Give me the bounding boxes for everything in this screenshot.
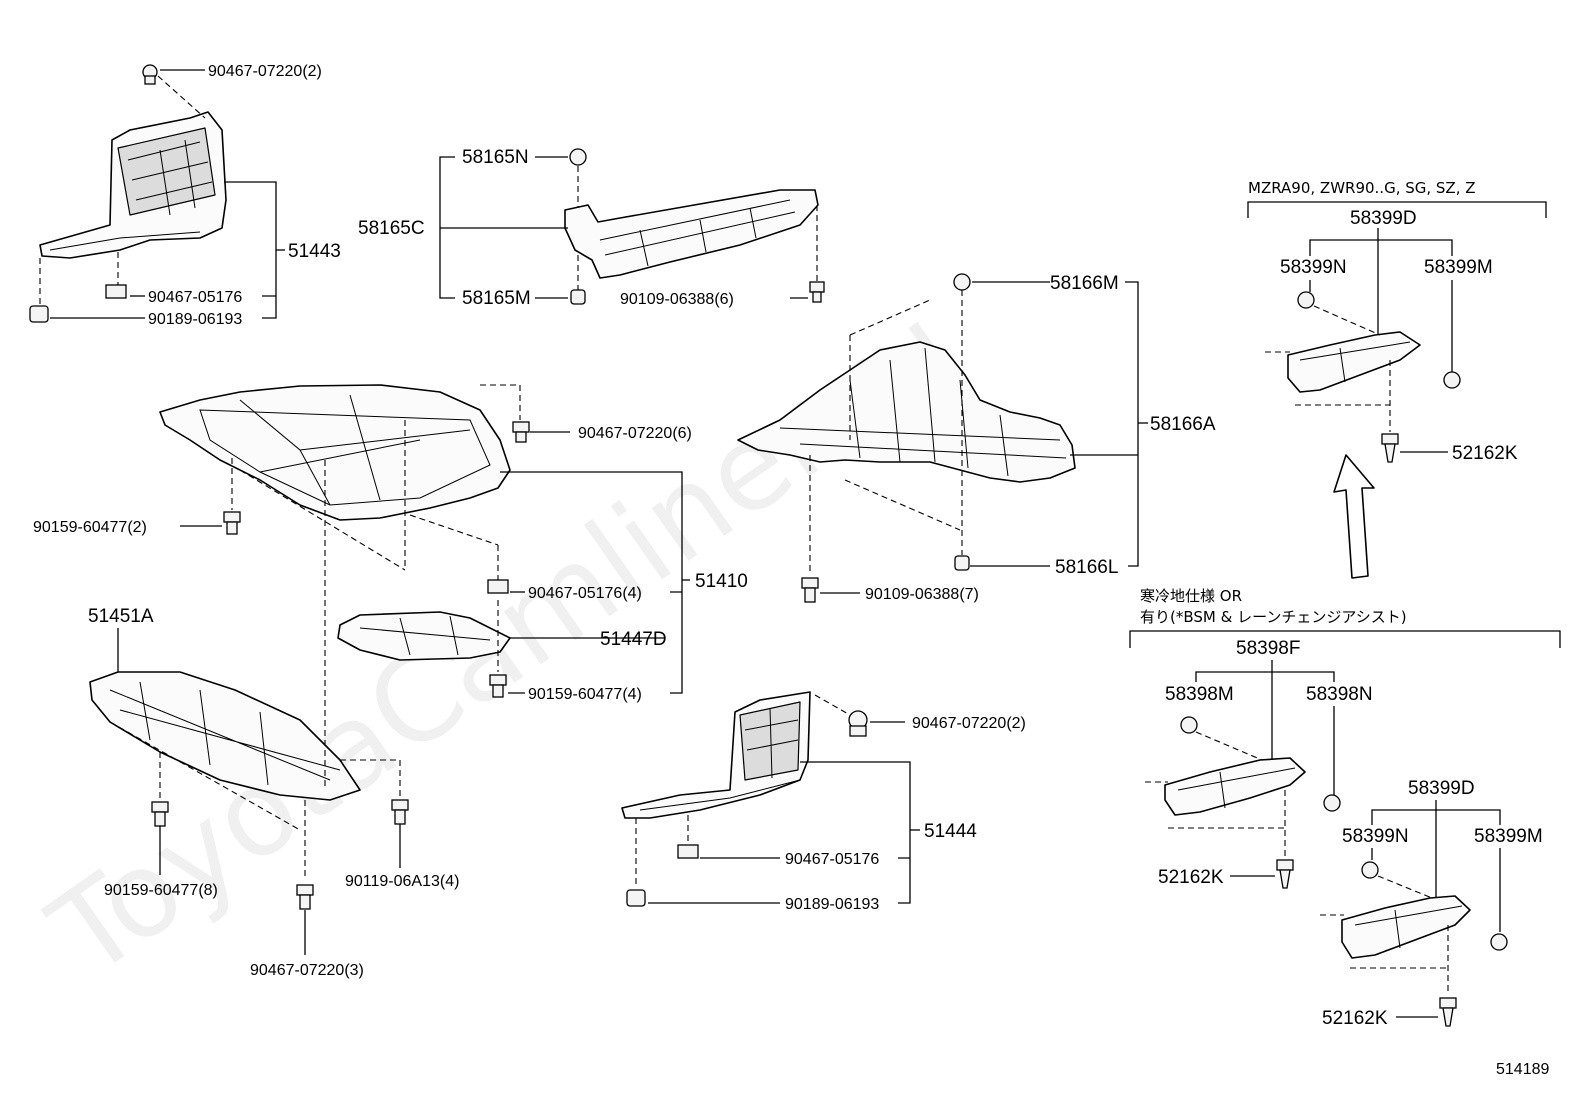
part-51410-engine-under-cover[interactable] bbox=[159, 384, 511, 521]
fastener-58165M[interactable] bbox=[570, 289, 586, 305]
label-90467-07220-2-mid: 90467-07220(2) bbox=[912, 715, 1026, 732]
label-90189-06193-left: 90189-06193 bbox=[148, 311, 242, 328]
fastener-nut-left[interactable] bbox=[105, 284, 127, 299]
part-58399D-bracket-bot[interactable] bbox=[1341, 895, 1471, 959]
label-58398F: 58398F bbox=[1236, 638, 1300, 659]
part-51447D-cover[interactable] bbox=[337, 611, 511, 661]
fastener-nut-58399M-top[interactable] bbox=[1443, 371, 1461, 389]
part-51443-shield[interactable] bbox=[39, 111, 227, 259]
fastener-bolt-58165[interactable] bbox=[809, 281, 825, 303]
label-90159-60477-8: 90159-60477(8) bbox=[104, 882, 218, 899]
cold-spec-note-line2: 有り(*BSM & レーンチェンジアシスト) bbox=[1140, 608, 1407, 626]
fastener-clip-top-left[interactable] bbox=[142, 64, 158, 85]
label-51410: 51410 bbox=[695, 571, 748, 592]
part-58166A-cover[interactable] bbox=[737, 341, 1076, 483]
label-52162K-top: 52162K bbox=[1452, 443, 1518, 464]
label-51447D: 51447D bbox=[600, 629, 667, 650]
label-90189-06193-right: 90189-06193 bbox=[785, 896, 879, 913]
fastener-clip-52162K-bot[interactable] bbox=[1439, 997, 1457, 1027]
label-90159-60477-2: 90159-60477(2) bbox=[33, 519, 147, 536]
variant-models-note: MZRA90, ZWR90..G, SG, SZ, Z bbox=[1248, 179, 1476, 197]
fastener-bolt-90119-06A13-4[interactable] bbox=[391, 799, 409, 825]
label-90119-06A13-4: 90119-06A13(4) bbox=[345, 873, 459, 890]
fastener-58165N[interactable] bbox=[569, 148, 587, 166]
fastener-clip-52162K-mid[interactable] bbox=[1276, 859, 1294, 889]
fastener-nut-90467-05176-4[interactable] bbox=[487, 579, 509, 594]
fastener-nut-58399N-top[interactable] bbox=[1297, 291, 1315, 309]
label-58399D-bot: 58399D bbox=[1408, 778, 1475, 799]
fastener-nut-58399M-bot[interactable] bbox=[1490, 933, 1508, 951]
part-58399D-bracket-top[interactable] bbox=[1287, 331, 1421, 393]
label-51443: 51443 bbox=[288, 241, 341, 262]
figure-number: 514189 bbox=[1496, 1061, 1549, 1078]
part-51444-shield[interactable] bbox=[621, 691, 811, 819]
fastener-clip-left[interactable] bbox=[29, 305, 49, 323]
label-58399N-top: 58399N bbox=[1280, 257, 1347, 278]
label-90109-06388-7: 90109-06388(7) bbox=[865, 586, 979, 603]
fastener-bolt-90109-06388-7[interactable] bbox=[801, 577, 819, 603]
fastener-58166L[interactable] bbox=[954, 555, 970, 571]
label-58398N: 58398N bbox=[1306, 684, 1373, 705]
cold-spec-note-line1: 寒冷地仕様 OR bbox=[1140, 587, 1242, 605]
label-58165C: 58165C bbox=[358, 218, 425, 239]
label-51444: 51444 bbox=[924, 821, 977, 842]
part-58165C-bracket[interactable] bbox=[564, 189, 819, 279]
label-90467-05176-right: 90467-05176 bbox=[785, 851, 879, 868]
label-58166M: 58166M bbox=[1050, 273, 1119, 294]
label-58165N: 58165N bbox=[462, 147, 529, 168]
arrow-up-icon bbox=[1333, 454, 1375, 579]
label-58398M: 58398M bbox=[1165, 684, 1234, 705]
fastener-bolt-90467-07220-6[interactable] bbox=[512, 421, 530, 443]
label-90467-05176-4: 90467-05176(4) bbox=[528, 585, 642, 602]
label-90467-07220-3: 90467-07220(3) bbox=[250, 962, 364, 979]
label-52162K-bot: 52162K bbox=[1322, 1008, 1388, 1029]
label-90109-06388-6: 90109-06388(6) bbox=[620, 291, 734, 308]
label-58166A: 58166A bbox=[1150, 414, 1216, 435]
label-52162K-mid: 52162K bbox=[1158, 867, 1224, 888]
fastener-nut-58398N[interactable] bbox=[1323, 794, 1341, 812]
label-58399M-bot: 58399M bbox=[1474, 826, 1543, 847]
part-51451A-cover[interactable] bbox=[89, 671, 361, 801]
label-58166L: 58166L bbox=[1055, 557, 1118, 578]
label-58165M: 58165M bbox=[462, 288, 531, 309]
label-58399M-top: 58399M bbox=[1424, 257, 1493, 278]
label-51451A: 51451A bbox=[88, 606, 154, 627]
fastener-clip-52162K-top[interactable] bbox=[1381, 433, 1399, 463]
fastener-bolt-90159-60477-4[interactable] bbox=[489, 674, 507, 698]
fastener-bolt-90159-60477-8[interactable] bbox=[151, 801, 169, 827]
fastener-nut-58399N-bot[interactable] bbox=[1361, 861, 1379, 879]
fastener-nut-58398M[interactable] bbox=[1180, 716, 1198, 734]
fastener-bolt-90159-60477-2[interactable] bbox=[223, 511, 241, 535]
label-58399D-top: 58399D bbox=[1350, 208, 1417, 229]
label-90159-60477-4: 90159-60477(4) bbox=[528, 686, 642, 703]
fastener-clip-right[interactable] bbox=[626, 889, 646, 907]
label-90467-05176-left: 90467-05176 bbox=[148, 289, 242, 306]
label-90467-07220-6: 90467-07220(6) bbox=[578, 425, 692, 442]
label-58399N-bot: 58399N bbox=[1342, 826, 1409, 847]
fastener-clip-90467-07220-2-mid[interactable] bbox=[848, 710, 868, 737]
fastener-58166M[interactable] bbox=[953, 273, 971, 291]
fastener-nut-right[interactable] bbox=[677, 844, 699, 859]
label-90467-07220-2-top: 90467-07220(2) bbox=[208, 63, 322, 80]
part-58398F-bracket[interactable] bbox=[1164, 757, 1306, 816]
fastener-clip-90467-07220-3[interactable] bbox=[296, 884, 314, 910]
